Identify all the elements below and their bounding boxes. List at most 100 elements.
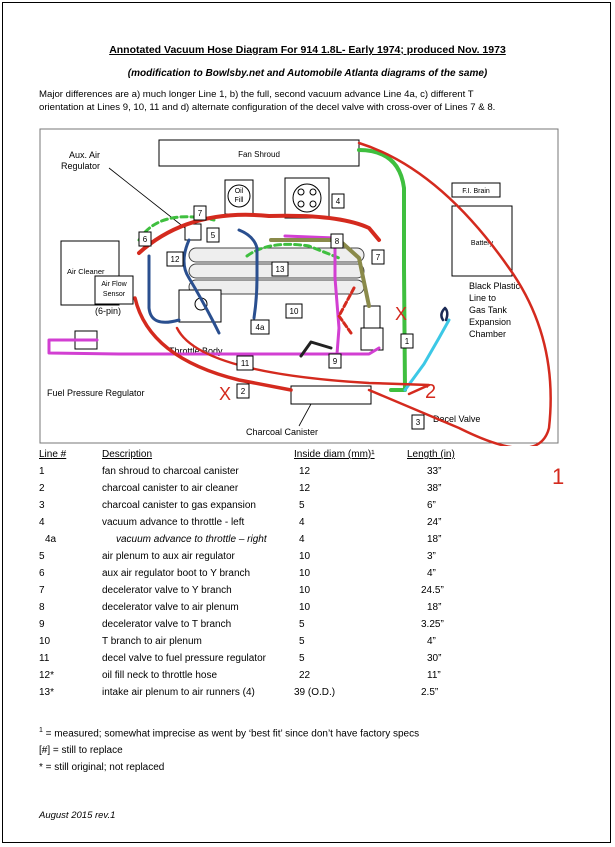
intro-line-1: Major differences are a) much longer Lin… (39, 89, 474, 100)
tag-9: 9 (333, 357, 338, 366)
tag-10: 10 (290, 307, 299, 316)
tag-11: 11 (241, 359, 250, 368)
tag-7b: 7 (376, 253, 381, 262)
air-flow-sensor-box (94, 275, 134, 305)
tag-box (411, 414, 425, 430)
cell-line: 1 (39, 466, 45, 477)
throttle-body-label: Throttle Body (169, 346, 223, 356)
cell-description: charcoal canister to gas expansion (102, 500, 256, 511)
aux-air-regulator-label-2: Regulator (61, 161, 100, 171)
tag-box (138, 231, 152, 247)
cell-diam: 10 (299, 585, 311, 596)
footer-date: August 2015 rev.1 (39, 810, 116, 821)
tag-box (328, 353, 342, 369)
intro-paragraph: Major differences are a) much longer Lin… (39, 88, 579, 114)
hose-line-4 (182, 238, 221, 335)
cell-diam: 39 (O.D.) (294, 687, 336, 698)
cell-line: 8 (39, 602, 45, 613)
cell-diam: 4 (299, 534, 305, 545)
header-description: Description (102, 449, 153, 460)
cell-description: air plenum to aux air regulator (102, 551, 235, 562)
note-measured-text: = measured; somewhat imprecise as went b… (42, 728, 420, 740)
fi-brain-box (451, 182, 501, 198)
cell-length: 11” (427, 670, 441, 681)
cell-description: charcoal canister to air cleaner (102, 483, 239, 494)
tag-box (331, 193, 345, 209)
cell-diam: 5 (299, 619, 305, 630)
hose-line-red-top (137, 212, 381, 255)
battery-box (451, 205, 513, 277)
cell-diam: 10 (299, 602, 311, 613)
tag-box (250, 319, 270, 335)
cell-line: 12* (39, 670, 55, 681)
cell-description: vacuum advance to throttle – right (116, 534, 267, 545)
black-plastic-label-1: Black Plastic (469, 281, 521, 291)
black-plastic-label-4: Expansion (469, 317, 511, 327)
cell-line: 5 (39, 551, 45, 562)
tag-box (166, 251, 184, 267)
cell-length: 38” (427, 483, 442, 494)
fuel-pressure-regulator-label: Fuel Pressure Regulator (47, 388, 145, 398)
hose-line-10 (283, 234, 341, 356)
page-subtitle: (modification to Bowlsby.net and Automob… (127, 68, 488, 79)
cell-line: 4 (39, 517, 45, 528)
battery-label: Battery (471, 240, 494, 247)
cell-length: 2.5” (421, 687, 439, 698)
header-line: Line # (39, 449, 67, 460)
hose-line-8 (269, 238, 371, 308)
cell-description: decelerator valve to air plenum (102, 602, 239, 613)
decel-valve-label: Decel Valve (433, 414, 480, 424)
cell-length: 24” (427, 517, 442, 528)
tag-box (271, 261, 289, 277)
gas-tank-line-end (440, 306, 449, 322)
cell-description: decel valve to fuel pressure regulator (102, 653, 266, 664)
cell-length: 4” (427, 568, 436, 579)
distributor-post-icon (297, 200, 305, 208)
tag-box (193, 205, 207, 221)
cell-diam: 10 (299, 568, 311, 579)
distributor-post-icon (297, 188, 305, 196)
cell-line: 3 (39, 500, 45, 511)
cell-diam: 12 (299, 466, 311, 477)
cell-line: 7 (39, 585, 45, 596)
cell-diam: 12 (299, 483, 311, 494)
hose-line-2 (133, 296, 293, 392)
hose-line-11 (47, 338, 381, 356)
cell-diam: 22 (299, 670, 311, 681)
intro-line-2: orientation at Lines 9, 10, 11 and d) al… (39, 102, 496, 113)
red-note-1-mark: 1 (552, 464, 564, 489)
tag-3: 3 (416, 418, 421, 427)
decel-valve-top (363, 305, 381, 329)
cell-diam: 5 (299, 500, 305, 511)
charcoal-canister-label: Charcoal Canister (246, 427, 318, 437)
charcoal-canister-box (290, 385, 372, 405)
header-length: Length (in) (407, 449, 455, 460)
fi-brain-label: F.I. Brain (462, 188, 490, 195)
cell-line: 2 (39, 483, 45, 494)
tag-7a: 7 (198, 209, 203, 218)
cell-length: 33” (427, 466, 442, 477)
air-flow-sensor-label-2: Sensor (103, 291, 126, 298)
cell-description: decelerator valve to Y branch (102, 585, 232, 596)
aux-air-regulator-body (184, 223, 202, 241)
hose-line-3 (403, 318, 451, 392)
cell-length: 6” (427, 500, 436, 511)
cell-line: 13* (39, 687, 55, 698)
tag-box (330, 233, 344, 249)
oil-fill-label-1: Oil (235, 188, 244, 195)
cell-length: 4” (427, 636, 436, 647)
cell-description: intake air plenum to air runners (4) (102, 687, 255, 698)
red-annotation-1-overflow: 1 (552, 464, 564, 489)
tag-5: 5 (211, 231, 216, 240)
cell-length: 30” (427, 653, 442, 664)
notes: 1 = measured; somewhat imprecise as went… (39, 722, 419, 776)
note-measured: 1 = measured; somewhat imprecise as went… (39, 722, 419, 742)
cell-description: decelerator valve to T branch (102, 619, 232, 630)
diagram-border (39, 128, 559, 444)
cell-description: aux air regulator boot to Y branch (102, 568, 251, 579)
tag-1: 1 (405, 337, 410, 346)
air-flow-sensor-label-1: Air Flow (101, 281, 127, 288)
distributor-post-icon (309, 188, 317, 196)
red-note-2: 2 (425, 381, 436, 403)
cell-length: 18” (427, 534, 442, 545)
